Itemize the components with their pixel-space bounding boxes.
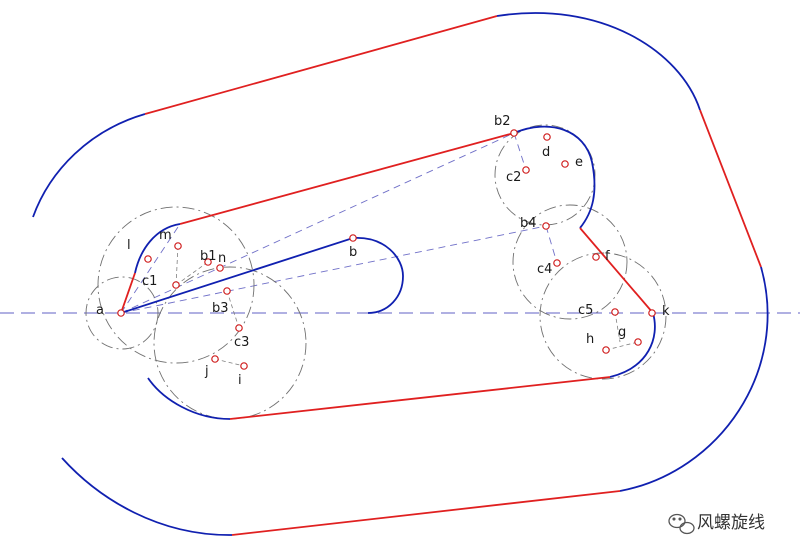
label-c2: c2 xyxy=(506,170,521,185)
middle-red-top xyxy=(179,132,515,225)
label-c1: c1 xyxy=(142,274,157,289)
point-b4 xyxy=(542,222,550,230)
point-b1 xyxy=(204,258,212,266)
watermark: 风螺旋线 xyxy=(668,513,765,535)
point-d xyxy=(543,133,551,141)
middle-blue-bottom-left xyxy=(147,377,231,420)
circle-around-b4 xyxy=(512,204,628,320)
middle-red-right xyxy=(579,227,654,314)
points xyxy=(117,129,656,370)
circle-around-c5 xyxy=(539,252,667,380)
label-b1: b1 xyxy=(200,249,217,264)
point-f xyxy=(592,253,600,261)
spoke-c1-b1 xyxy=(175,261,209,286)
label-e: e xyxy=(575,155,583,170)
point-c3 xyxy=(235,324,243,332)
circle-around-a xyxy=(85,276,159,350)
point-c1 xyxy=(172,281,180,289)
dash-b2-c2 xyxy=(513,132,527,171)
outer-blue-bottom-right xyxy=(619,266,769,492)
label-c3: c3 xyxy=(234,335,249,350)
dash-b4-c4 xyxy=(545,225,558,264)
circle-around-b2 xyxy=(494,124,596,226)
point-b2 xyxy=(510,129,518,137)
middle-blue-bottom-right xyxy=(609,312,656,378)
label-m: m xyxy=(159,228,172,243)
spoke-b3-c3 xyxy=(226,290,240,329)
dash-a-b2 xyxy=(120,132,515,314)
wechat-icon xyxy=(668,513,695,535)
label-b3: b3 xyxy=(212,301,229,316)
point-k xyxy=(648,309,656,317)
label-k: k xyxy=(662,304,670,319)
spoke-j-i xyxy=(214,358,245,367)
label-j: j xyxy=(204,364,209,379)
label-c5: c5 xyxy=(578,303,593,318)
point-j xyxy=(211,355,219,363)
outer-blue-bottom-left xyxy=(61,457,233,536)
label-g: g xyxy=(618,325,626,340)
point-a xyxy=(117,309,125,317)
outer-red-top xyxy=(144,15,498,115)
point-m xyxy=(174,242,182,250)
label-h: h xyxy=(586,332,594,347)
watermark-text: 风螺旋线 xyxy=(697,513,765,533)
point-l xyxy=(144,255,152,263)
construction-lines xyxy=(120,132,558,314)
outer-blue-left-upper xyxy=(32,113,146,218)
middle-blue-top-right xyxy=(513,125,596,229)
point-b xyxy=(349,234,357,242)
circle-around-c1 xyxy=(97,206,255,364)
point-g xyxy=(634,338,642,346)
label-i: i xyxy=(238,373,242,388)
point-b3 xyxy=(223,287,231,295)
spoke-lines xyxy=(175,245,639,367)
point-c2 xyxy=(522,166,530,174)
spoke-c5-g xyxy=(614,311,621,343)
middle-blue-left xyxy=(134,223,181,274)
outer-spiral-loop xyxy=(32,12,769,536)
point-n xyxy=(216,264,224,272)
label-f: f xyxy=(605,249,610,264)
label-d: d xyxy=(542,145,550,160)
label-l: l xyxy=(127,238,131,253)
label-b4: b4 xyxy=(520,216,537,231)
spoke-c1-m xyxy=(175,245,179,286)
point-labels: a b l m b1 n c1 b3 c3 j i b2 d e c2 b4 c… xyxy=(96,114,670,388)
label-b2: b2 xyxy=(494,114,511,129)
point-c4 xyxy=(553,259,561,267)
label-n: n xyxy=(218,251,226,266)
middle-red-bottom xyxy=(229,376,611,420)
point-c5 xyxy=(611,308,619,316)
dash-a-b4 xyxy=(120,225,547,314)
label-b: b xyxy=(349,245,357,260)
outer-red-bottom xyxy=(231,490,621,536)
outer-blue-top-right xyxy=(496,12,701,111)
label-a: a xyxy=(96,303,104,318)
label-c4: c4 xyxy=(537,262,552,277)
middle-spiral-loop xyxy=(120,125,656,420)
point-h xyxy=(602,346,610,354)
inner-spiral-segment xyxy=(120,237,404,314)
point-e xyxy=(561,160,569,168)
middle-red-left xyxy=(120,272,136,314)
outer-red-right xyxy=(699,109,762,268)
dash-a-m xyxy=(120,223,181,314)
point-i xyxy=(240,362,248,370)
spoke-h-g xyxy=(605,341,639,351)
